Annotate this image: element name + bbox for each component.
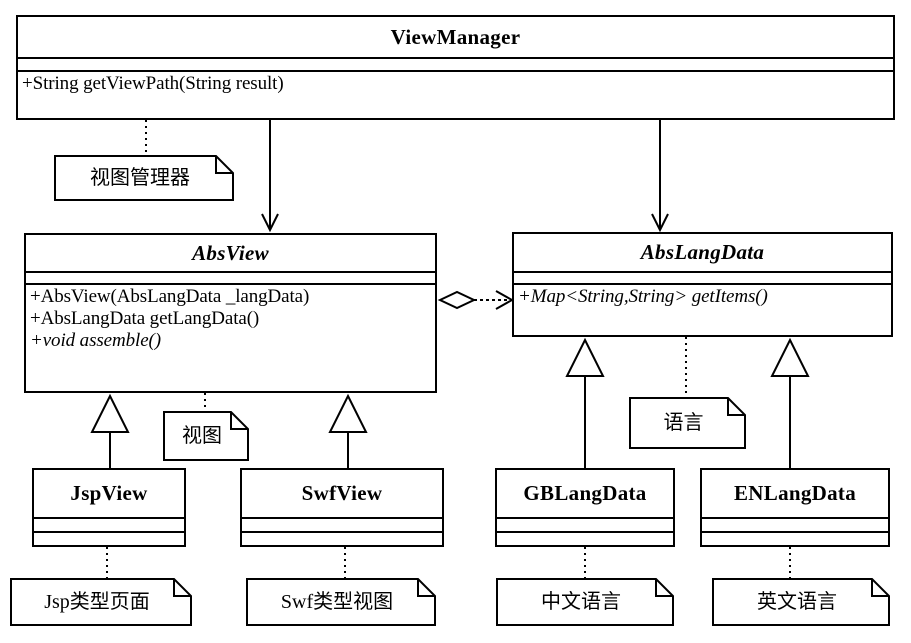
generalization-swfview-absview [328, 393, 368, 468]
generalization-jspview-absview [90, 393, 130, 468]
class-operations-en-lang-data [702, 531, 888, 545]
class-name-gb-lang-data: GBLangData [523, 481, 647, 506]
class-box-abs-lang-data[interactable]: AbsLangData +Map<String,String> getItems… [512, 232, 893, 337]
class-name-abs-lang-data: AbsLangData [640, 240, 765, 265]
class-box-swf-view[interactable]: SwfView [240, 468, 444, 547]
operation-item: +void assemble() [30, 329, 161, 351]
note-abs-view[interactable]: 视图 [163, 411, 249, 461]
class-box-jsp-view[interactable]: JspView [32, 468, 186, 547]
class-attributes-en-lang-data [702, 517, 888, 531]
dependency-viewmanager-abslangdata [651, 120, 669, 233]
class-attributes-abs-view [26, 271, 435, 283]
class-name-swf-view: SwfView [301, 481, 383, 506]
note-jsp-view[interactable]: Jsp类型页面 [10, 578, 192, 626]
note-shape-icon [163, 411, 249, 461]
note-text: Jsp类型页面 [44, 591, 150, 613]
operation-item: +AbsLangData getLangData() [30, 307, 260, 329]
note-gb-lang-data[interactable]: 中文语言 [496, 578, 674, 626]
class-name-abs-view: AbsView [192, 240, 269, 265]
note-shape-icon [496, 578, 674, 626]
note-shape-icon [712, 578, 890, 626]
class-operations-swf-view [242, 531, 442, 545]
note-shape-icon [10, 578, 192, 626]
class-box-en-lang-data[interactable]: ENLangData [700, 468, 890, 547]
class-attributes-swf-view [242, 517, 442, 531]
class-operations-abs-lang-data: +Map<String,String> getItems() [514, 283, 891, 335]
note-text: 视图 [182, 425, 222, 447]
note-text: 语言 [663, 412, 704, 434]
dependency-viewmanager-absview [261, 120, 279, 233]
class-attributes-abs-lang-data [514, 271, 891, 283]
generalization-gblangdata-abslangdata [565, 337, 605, 468]
class-box-gb-lang-data[interactable]: GBLangData [495, 468, 675, 547]
class-box-view-manager[interactable]: ViewManager +String getViewPath(String r… [16, 15, 895, 120]
note-shape-icon [246, 578, 436, 626]
note-text: 英文语言 [757, 591, 837, 613]
class-operations-abs-view: +AbsView(AbsLangData _langData) +AbsLang… [26, 283, 435, 391]
note-text: Swf类型视图 [280, 591, 394, 613]
class-operations-view-manager: +String getViewPath(String result) [18, 70, 893, 118]
generalization-enlangdata-abslangdata [770, 337, 810, 468]
note-shape-icon [629, 397, 746, 449]
class-operations-jsp-view [34, 531, 184, 545]
note-text: 中文语言 [541, 591, 621, 613]
class-name-view-manager: ViewManager [390, 24, 521, 49]
class-attributes-view-manager [18, 57, 893, 70]
class-operations-gb-lang-data [497, 531, 673, 545]
note-shape-icon [54, 155, 234, 201]
note-en-lang-data[interactable]: 英文语言 [712, 578, 890, 626]
class-name-en-lang-data: ENLangData [733, 481, 857, 506]
note-view-manager[interactable]: 视图管理器 [54, 155, 234, 201]
note-text: 视图管理器 [90, 167, 190, 189]
note-swf-view[interactable]: Swf类型视图 [246, 578, 436, 626]
class-box-abs-view[interactable]: AbsView +AbsView(AbsLangData _langData) … [24, 233, 437, 393]
class-name-jsp-view: JspView [70, 481, 148, 506]
operation-item: +String getViewPath(String result) [22, 73, 284, 94]
note-abs-lang-data[interactable]: 语言 [629, 397, 746, 449]
operation-item: +AbsView(AbsLangData _langData) [30, 286, 310, 307]
aggregation-absview-abslangdata [437, 290, 515, 310]
class-attributes-jsp-view [34, 517, 184, 531]
class-attributes-gb-lang-data [497, 517, 673, 531]
operation-item: +Map<String,String> getItems() [518, 286, 768, 307]
